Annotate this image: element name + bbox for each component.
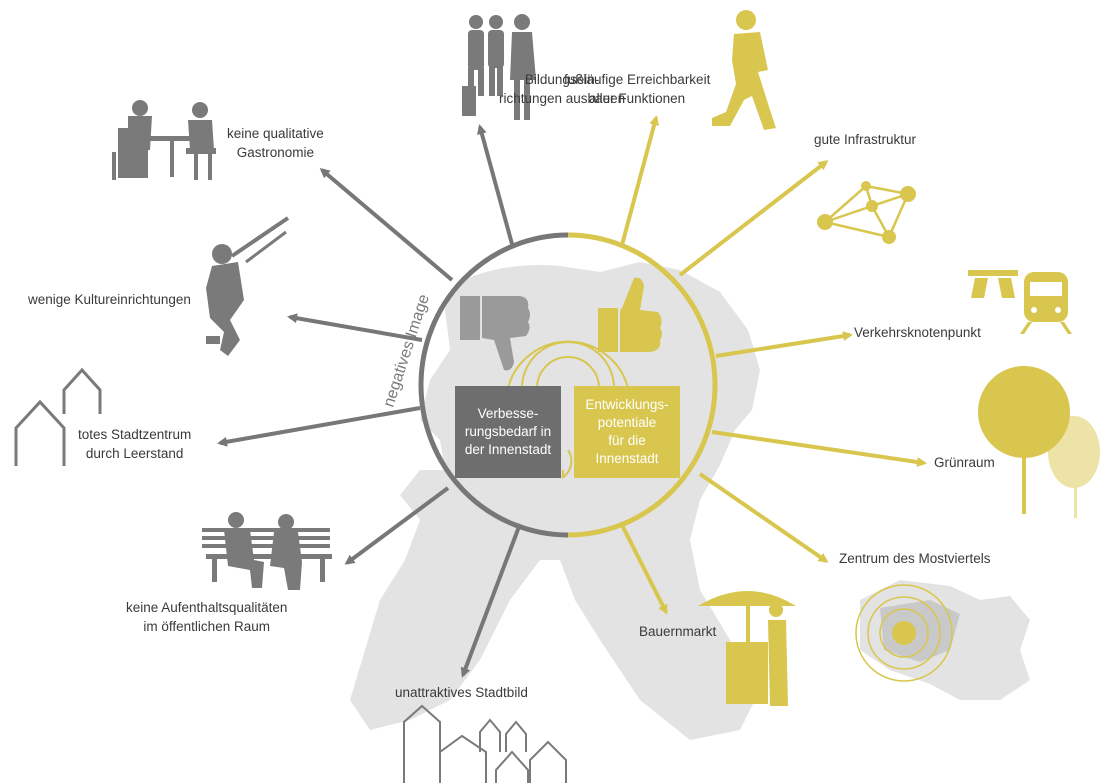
center-rings <box>507 340 629 479</box>
label-kultur: wenige Kultureinrichtungen <box>28 292 191 307</box>
thumbs-down-icon <box>460 296 530 371</box>
bench-people-icon <box>202 512 332 590</box>
label-fusslaeufig: fußläufige Erreichbarkeit aller Funktion… <box>564 72 711 106</box>
trees-icon <box>978 366 1100 518</box>
negative-arrows <box>217 124 522 678</box>
label-zentrum: Zentrum des Mostviertels <box>839 551 991 566</box>
market-stall-icon <box>698 591 796 706</box>
development-potential-box: Entwicklungs- potentiale für die Innenst… <box>574 386 680 478</box>
network-icon <box>817 181 916 244</box>
trombone-player-icon <box>206 216 290 356</box>
walking-person-icon <box>712 10 776 130</box>
circle-left-arc <box>418 232 569 538</box>
label-bildung: Bildungsein- richtungen ausbauen <box>499 72 626 106</box>
town-map-shape <box>350 262 760 740</box>
label-stadtbild: unattraktives Stadtbild <box>395 685 528 700</box>
label-infrastruktur: gute Infrastruktur <box>814 132 917 147</box>
circle-right-arc <box>567 232 718 538</box>
positive-arrows <box>620 115 927 615</box>
thumbs-up-icon <box>598 277 662 352</box>
label-verkehr: Verkehrsknotenpunkt <box>854 325 981 340</box>
label-gruenraum: Grünraum <box>934 455 995 470</box>
townhouses-icon <box>403 704 567 783</box>
label-leerstand: totes Stadtzentrum durch Leerstand <box>78 427 192 461</box>
label-aufenthalt: keine Aufenthaltsqualitäten im öffentlic… <box>126 600 288 634</box>
students-silhouette-icon <box>462 14 536 120</box>
label-bauernmarkt: Bauernmarkt <box>639 624 717 639</box>
improvement-need-box: Verbesse- rungsbedarf in der Innenstadt <box>455 386 561 478</box>
highway-train-icon <box>968 270 1072 334</box>
cafe-people-icon <box>112 100 216 180</box>
label-gastronomie: keine qualitative Gastronomie <box>227 126 324 160</box>
empty-houses-icon <box>14 367 102 466</box>
region-map-icon <box>855 580 1030 700</box>
